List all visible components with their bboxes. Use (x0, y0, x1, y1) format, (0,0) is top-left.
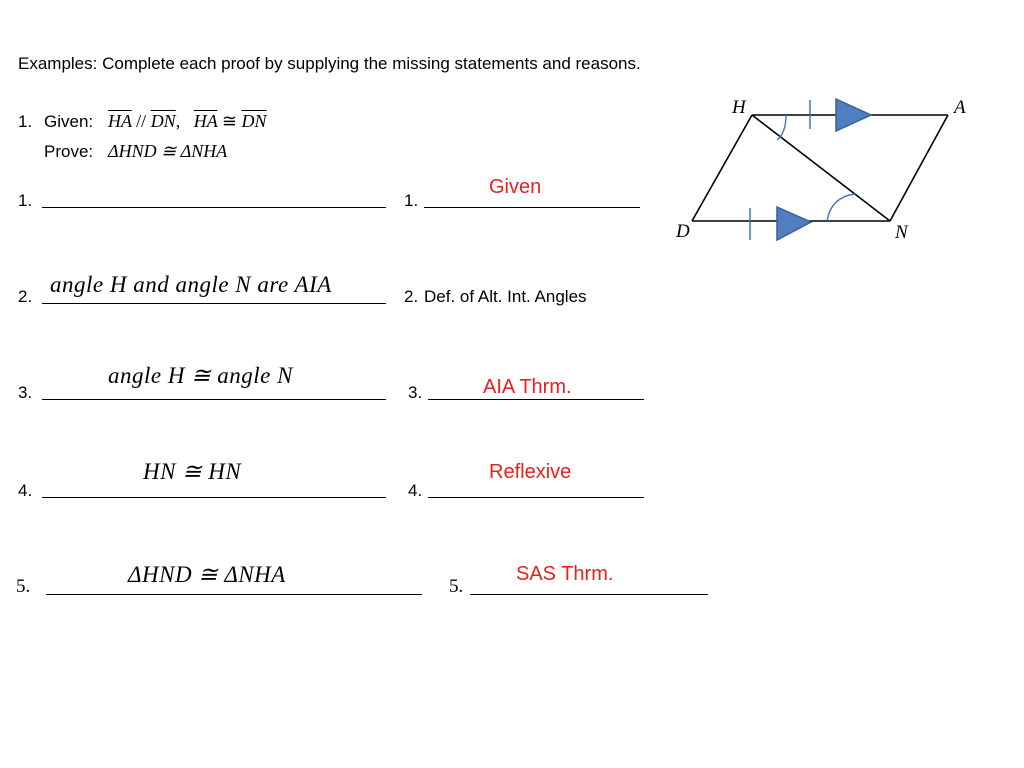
parallelogram-figure: H A D N (675, 97, 966, 243)
row-5-reason-number: 5. (449, 576, 464, 597)
row-2-statement: angle H and angle N are AIA (50, 272, 332, 297)
segment-ha: HA (108, 111, 132, 131)
row-2-reason-number: 2. (404, 287, 419, 306)
angle-arc-n-icon (826, 193, 856, 222)
row-1-statement-blank[interactable] (42, 193, 386, 208)
vertex-label-h: H (731, 97, 747, 118)
row-5-reason-blank[interactable] (470, 580, 708, 595)
problem-number: 1. (18, 112, 33, 131)
segment-ha-2: HA (193, 111, 218, 131)
row-5-number: 5. (16, 576, 31, 597)
row-3-number: 3. (18, 383, 33, 402)
side-hd (691, 114, 753, 222)
prove-statement: ΔHND ≅ ΔNHA (108, 141, 228, 161)
row-1-reason-blank[interactable] (424, 193, 640, 208)
row-1-reason-number: 1. (404, 191, 419, 210)
segment-dn: DN (150, 111, 176, 131)
vertex-label-n: N (894, 222, 909, 243)
given-statement: HA // DN, HA ≅ DN (108, 111, 266, 132)
row-4-statement-blank[interactable] (42, 483, 386, 498)
vertex-label-d: D (675, 221, 690, 242)
row-2-reason-text: Def. of Alt. Int. Angles (424, 287, 587, 306)
row-5-statement: ΔHND ≅ ΔNHA (128, 562, 286, 587)
row-4-statement: HN ≅ HN (143, 459, 242, 484)
row-3-reason-blank[interactable] (428, 385, 644, 400)
congruent-symbol: ≅ (221, 111, 237, 131)
parallel-arrow-top-icon (835, 97, 873, 133)
row-5-reason-answer: SAS Thrm. (516, 563, 614, 585)
row-4-reason-answer: Reflexive (489, 461, 572, 483)
instructions-text: Examples: Complete each proof by supplyi… (18, 54, 641, 73)
row-4-reason-number: 4. (408, 481, 423, 500)
angle-arc-h-icon (776, 114, 787, 141)
parallel-symbol: // (136, 111, 147, 131)
row-5-statement-blank[interactable] (46, 580, 422, 595)
given-separator: , (175, 111, 181, 131)
row-2-statement-blank[interactable] (42, 289, 386, 304)
row-3-statement-blank[interactable] (42, 385, 386, 400)
row-2-number: 2. (18, 287, 33, 306)
row-3-statement: angle H ≅ angle N (108, 363, 293, 388)
prove-label: Prove: (44, 142, 94, 161)
parallel-arrow-bottom-icon (776, 205, 813, 242)
diagonal-hn (751, 114, 891, 222)
segment-dn-2: DN (241, 111, 267, 131)
row-1-number: 1. (18, 191, 33, 210)
row-3-reason-answer: AIA Thrm. (483, 376, 572, 398)
side-an (889, 114, 949, 222)
row-4-reason-blank[interactable] (428, 483, 644, 498)
row-1-reason-answer: Given (489, 176, 542, 198)
row-4-number: 4. (18, 481, 33, 500)
vertex-label-a: A (952, 97, 966, 118)
given-label: Given: (44, 112, 94, 131)
row-3-reason-number: 3. (408, 383, 423, 402)
